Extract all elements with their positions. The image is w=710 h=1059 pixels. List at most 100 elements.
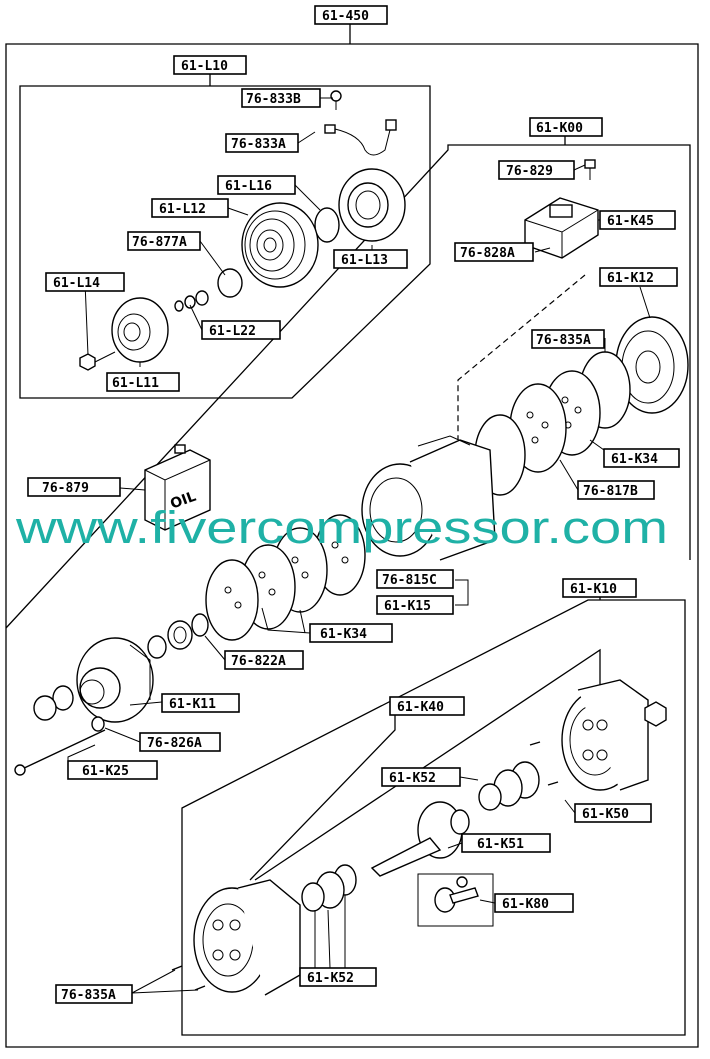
label-76-835A-bot: 76-835A	[55, 984, 133, 1004]
clutch-group-box	[19, 85, 431, 399]
label-61-L11: 61-L11	[106, 372, 180, 392]
svg-text:61-K10: 61-K10	[570, 582, 617, 597]
svg-text:76-833A: 76-833A	[231, 137, 286, 152]
shaft-seal-part	[147, 613, 209, 659]
label-76-877A: 76-877A	[127, 231, 201, 251]
svg-text:76-822A: 76-822A	[231, 654, 286, 669]
label-61-L12: 61-L12	[151, 198, 229, 218]
shaft-group-box	[249, 715, 396, 881]
label-76-833A: 76-833A	[225, 133, 299, 153]
nut-part	[79, 351, 116, 371]
label-61-K50: 61-K50	[574, 803, 652, 823]
label-76-835A-top: 76-835A	[531, 329, 605, 349]
svg-text:61-L10: 61-L10	[181, 59, 228, 74]
compressor-group-box	[5, 144, 691, 629]
label-61-450: 61-450	[314, 5, 388, 25]
svg-text:61-450: 61-450	[322, 9, 369, 24]
oil-can-part: OIL	[144, 444, 211, 531]
svg-text:61-K00: 61-K00	[536, 121, 583, 136]
svg-text:76-817B: 76-817B	[583, 484, 638, 499]
svg-text:61-K51: 61-K51	[477, 837, 524, 852]
pulley-part	[241, 202, 319, 288]
svg-text:76-879: 76-879	[42, 481, 89, 496]
snap-ring-part	[314, 207, 340, 243]
field-coil-part	[338, 168, 406, 242]
label-61-K40: 61-K40	[389, 696, 465, 716]
label-76-822A: 76-822A	[224, 650, 304, 670]
label-61-L13: 61-L13	[333, 249, 408, 269]
svg-text:61-K34: 61-K34	[611, 452, 658, 467]
svg-text:61-K15: 61-K15	[384, 599, 431, 614]
svg-text:76-829: 76-829	[506, 164, 553, 179]
svg-text:61-K25: 61-K25	[82, 764, 129, 779]
watermark: www.fivercompressor.com	[15, 502, 668, 553]
label-61-L10: 61-L10	[173, 55, 247, 75]
label-61-L16: 61-L16	[217, 175, 296, 195]
svg-text:76-835A: 76-835A	[536, 333, 591, 348]
svg-text:61-L13: 61-L13	[341, 253, 388, 268]
coil-lead-part	[324, 119, 397, 156]
label-61-K52-top: 61-K52	[381, 767, 461, 787]
svg-text:76-815C: 76-815C	[382, 573, 437, 588]
rear-cylinder-part	[561, 679, 649, 791]
label-61-L14: 61-L14	[45, 272, 125, 292]
label-76-826A: 76-826A	[139, 732, 221, 752]
svg-text:61-L14: 61-L14	[53, 276, 100, 291]
label-76-829: 76-829	[498, 160, 575, 180]
control-valve-part	[524, 197, 599, 259]
label-61-K45: 61-K45	[599, 210, 676, 230]
svg-text:61-K12: 61-K12	[607, 271, 654, 286]
svg-text:76-833B: 76-833B	[246, 92, 301, 107]
svg-text:61-K34: 61-K34	[320, 627, 367, 642]
cylinder-block-part	[361, 435, 496, 561]
svg-text:76-828A: 76-828A	[460, 246, 515, 261]
bolt-part	[584, 159, 596, 180]
shaft-swash-part	[370, 801, 470, 877]
svg-text:61-K40: 61-K40	[397, 700, 444, 715]
shim-part	[174, 290, 209, 312]
label-76-879: 76-879	[27, 477, 121, 497]
svg-text:61-K52: 61-K52	[307, 971, 354, 986]
screw-part	[330, 90, 342, 110]
svg-text:61-L12: 61-L12	[159, 202, 206, 217]
label-61-L22: 61-L22	[201, 320, 281, 340]
label-61-K10: 61-K10	[562, 578, 637, 598]
label-61-K00: 61-K00	[529, 117, 603, 137]
label-61-K11: 61-K11	[161, 693, 240, 713]
thrust-bearing-part	[301, 864, 357, 912]
svg-text:76-826A: 76-826A	[147, 736, 202, 751]
front-head-part	[76, 637, 154, 723]
retaining-ring-part	[217, 268, 243, 298]
svg-text:61-K52: 61-K52	[389, 771, 436, 786]
svg-text:61-K45: 61-K45	[607, 214, 654, 229]
armature-plate-part	[111, 297, 169, 363]
label-61-K25: 61-K25	[67, 760, 158, 780]
label-61-K12: 61-K12	[599, 267, 678, 287]
valve-plate-part	[205, 559, 259, 641]
svg-text:61-L22: 61-L22	[209, 324, 256, 339]
key-part	[417, 873, 494, 927]
label-76-833B: 76-833B	[241, 88, 321, 108]
label-61-K80: 61-K80	[494, 893, 574, 913]
through-bolt-part	[14, 716, 106, 776]
label-76-828A: 76-828A	[454, 242, 534, 262]
svg-text:61-K50: 61-K50	[582, 807, 629, 822]
svg-text:61-K80: 61-K80	[502, 897, 549, 912]
svg-text:61-L16: 61-L16	[225, 179, 272, 194]
svg-text:76-835A: 76-835A	[61, 988, 116, 1003]
svg-text:61-L11: 61-L11	[112, 376, 159, 391]
label-61-K52-bot: 61-K52	[299, 967, 377, 987]
front-cylinder-part	[193, 879, 301, 996]
thrust-bearing-part	[478, 761, 540, 811]
plug-part	[644, 701, 667, 727]
label-61-K15: 61-K15	[376, 595, 454, 615]
label-61-K51: 61-K51	[461, 833, 551, 853]
washer-part	[33, 685, 74, 721]
outer-frame	[5, 43, 699, 1048]
svg-text:76-877A: 76-877A	[132, 235, 187, 250]
lower-group-box	[181, 599, 686, 1036]
label-76-817B: 76-817B	[577, 480, 655, 500]
svg-text:61-K11: 61-K11	[169, 697, 216, 712]
label-61-K34-top: 61-K34	[603, 448, 680, 468]
